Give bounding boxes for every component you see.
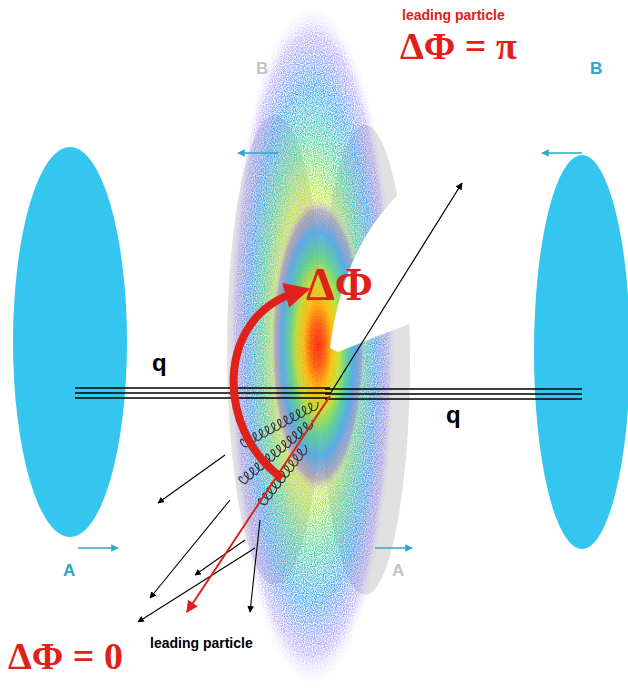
angle-label: ΔΦ <box>306 260 373 311</box>
nucleus-label: B <box>256 60 268 79</box>
angle-label: ΔΦ = π <box>400 26 517 68</box>
nucleus-label: B <box>590 60 602 79</box>
particle-label: leading particle <box>150 636 253 651</box>
nucleus-label: A <box>63 562 75 581</box>
nucleus-label: A <box>392 562 404 581</box>
angle-label: ΔΦ = 0 <box>8 636 123 678</box>
quark-label: q <box>152 350 167 376</box>
quark-label: q <box>446 402 461 428</box>
particle-label: leading particle <box>402 8 505 23</box>
